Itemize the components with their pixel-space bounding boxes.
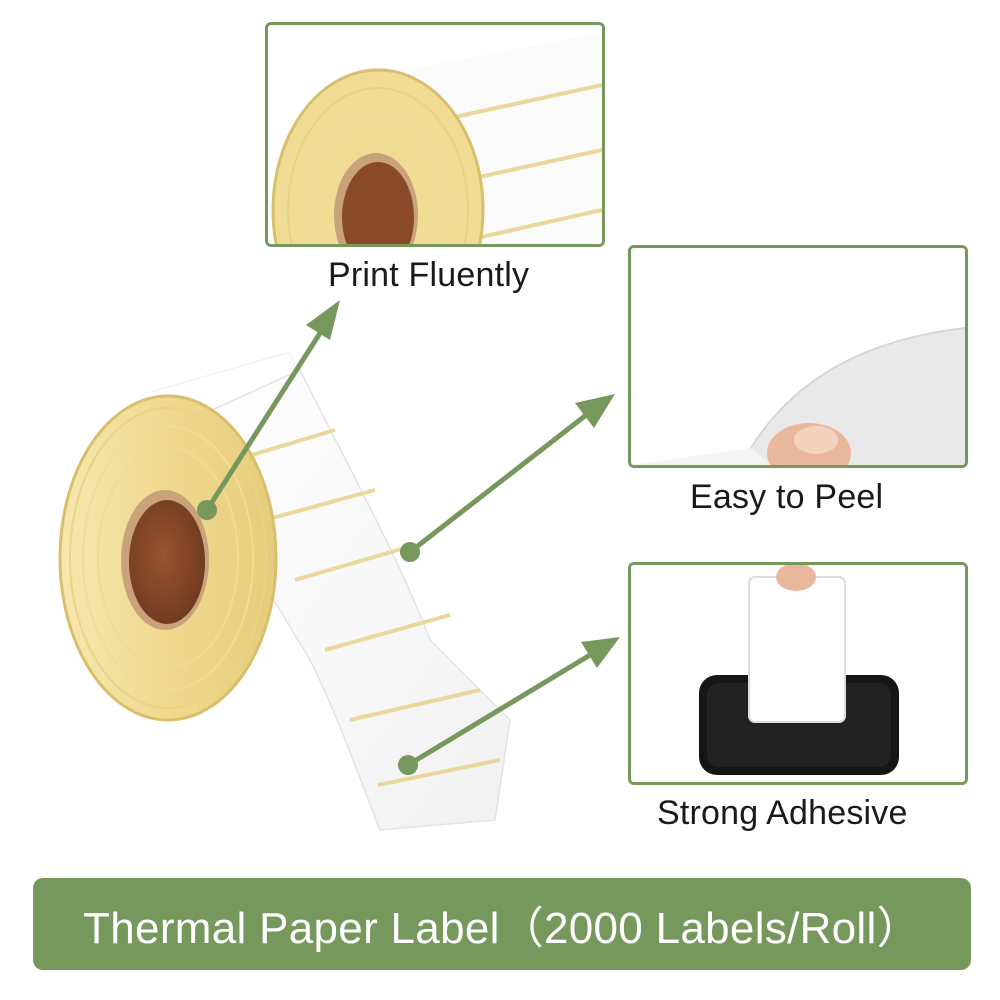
- roll-closeup-image: [268, 25, 602, 244]
- panel-print-fluently: [265, 22, 605, 247]
- caption-print-fluently: Print Fluently: [328, 256, 530, 294]
- peel-closeup-image: [631, 248, 965, 465]
- panel-strong-adhesive: [628, 562, 968, 785]
- arrow-easy-to-peel: [400, 394, 615, 562]
- adhesive-closeup-image: [631, 565, 965, 782]
- panel-easy-to-peel: [628, 245, 968, 468]
- arrow-strong-adhesive: [398, 637, 620, 775]
- caption-strong-adhesive: Strong Adhesive: [657, 794, 908, 832]
- product-title-banner: Thermal Paper Label（2000 Labels/Roll）: [33, 878, 971, 970]
- product-title: Thermal Paper Label（2000 Labels/Roll）: [83, 904, 921, 953]
- caption-easy-to-peel: Easy to Peel: [690, 478, 884, 516]
- arrow-print-fluently: [197, 300, 340, 520]
- roll-side-face: [58, 394, 278, 722]
